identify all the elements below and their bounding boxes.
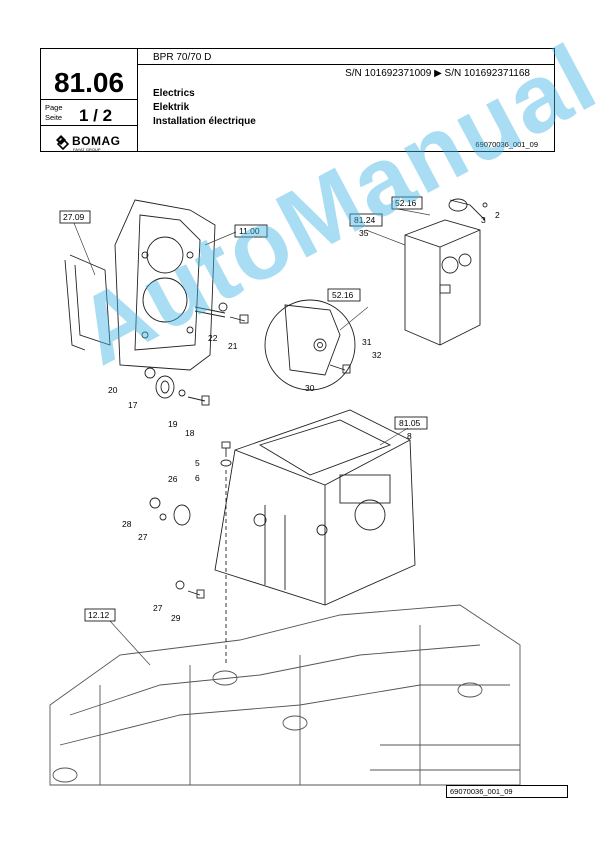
callout: 21 bbox=[228, 341, 238, 351]
callout: 27 bbox=[138, 532, 148, 542]
relay-box bbox=[404, 198, 488, 346]
ref-label: 52.16 bbox=[395, 198, 417, 208]
header-divider bbox=[41, 125, 137, 126]
detail-circle bbox=[264, 299, 356, 391]
page-number: 1 / 2 bbox=[79, 106, 113, 125]
callout: 20 bbox=[108, 385, 118, 395]
callout: 2 bbox=[495, 210, 500, 220]
bolt bbox=[194, 302, 249, 324]
ref-sub-label: 35 bbox=[359, 228, 369, 238]
header-divider bbox=[41, 99, 137, 100]
ref-box bbox=[391, 196, 423, 210]
ref-labels: 27.09 11.00 52.16 81.24 52.16 81.05 12.1… bbox=[63, 198, 421, 620]
ref-label: 11.00 bbox=[239, 226, 260, 236]
brand-sub: FAYAT GROUP bbox=[73, 147, 101, 152]
ref-box bbox=[59, 210, 91, 224]
callout: 22 bbox=[208, 333, 218, 343]
callout: 17 bbox=[128, 400, 138, 410]
mounting-bracket bbox=[64, 199, 216, 371]
header-divider-vertical bbox=[137, 49, 138, 151]
ref-box bbox=[394, 416, 428, 430]
callout: 6 bbox=[195, 473, 200, 483]
callout: 32 bbox=[372, 350, 382, 360]
callout: 19 bbox=[168, 419, 178, 429]
serial-range: S/N 101692371009 ▶ S/N 101692371168 bbox=[345, 68, 530, 79]
ref-box bbox=[327, 288, 361, 302]
header-block: BPR 70/70 D S/N 101692371009 ▶ S/N 10169… bbox=[40, 48, 555, 152]
model-name: BPR 70/70 D bbox=[153, 52, 212, 63]
bomag-diamond-icon bbox=[56, 135, 70, 151]
ref-box bbox=[234, 224, 268, 238]
title-de: Elektrik bbox=[153, 102, 190, 113]
callout: 30 bbox=[305, 383, 315, 393]
machine-frame bbox=[49, 604, 521, 786]
callout: 31 bbox=[362, 337, 372, 347]
doc-number: 69070036_001_09 bbox=[475, 140, 538, 149]
callout: 5 bbox=[195, 458, 200, 468]
leader-lines bbox=[73, 208, 431, 666]
figure-number: 69070036_001_09 bbox=[446, 785, 568, 798]
parts-diagram: 27.09 11.00 52.16 81.24 52.16 81.05 12.1… bbox=[40, 185, 560, 805]
callout: 29 bbox=[171, 613, 181, 623]
battery-box bbox=[214, 409, 416, 606]
ref-boxes bbox=[59, 196, 428, 622]
seite-label: Seite bbox=[45, 113, 63, 122]
bomag-logo: BOMAG FAYAT GROUP bbox=[55, 134, 127, 157]
ref-label: 12.12 bbox=[88, 610, 110, 620]
callout: 27 bbox=[153, 603, 163, 613]
callout: 18 bbox=[185, 428, 195, 438]
ref-label: 81.24 bbox=[354, 215, 376, 225]
ref-box bbox=[349, 213, 383, 227]
section-number: 81.06 bbox=[53, 67, 125, 98]
ref-label: 27.09 bbox=[63, 212, 85, 222]
title-fr: Installation électrique bbox=[153, 116, 256, 127]
ref-sub-label: 8 bbox=[407, 431, 412, 441]
header-divider bbox=[137, 64, 554, 65]
fastener-set bbox=[149, 441, 232, 665]
ref-label: 52.16 bbox=[332, 290, 354, 300]
ref-label: 81.05 bbox=[399, 418, 421, 428]
callout: 26 bbox=[168, 474, 178, 484]
ref-box bbox=[84, 608, 116, 622]
page-label: Page bbox=[45, 103, 63, 112]
brand-name: BOMAG bbox=[72, 134, 121, 148]
cable-clamp bbox=[144, 367, 210, 406]
callout: 28 bbox=[122, 519, 132, 529]
callouts: 2 3 21 22 20 17 19 18 31 32 30 5 6 26 28… bbox=[108, 210, 500, 623]
title-en: Electrics bbox=[153, 88, 195, 99]
callout: 3 bbox=[481, 215, 486, 225]
